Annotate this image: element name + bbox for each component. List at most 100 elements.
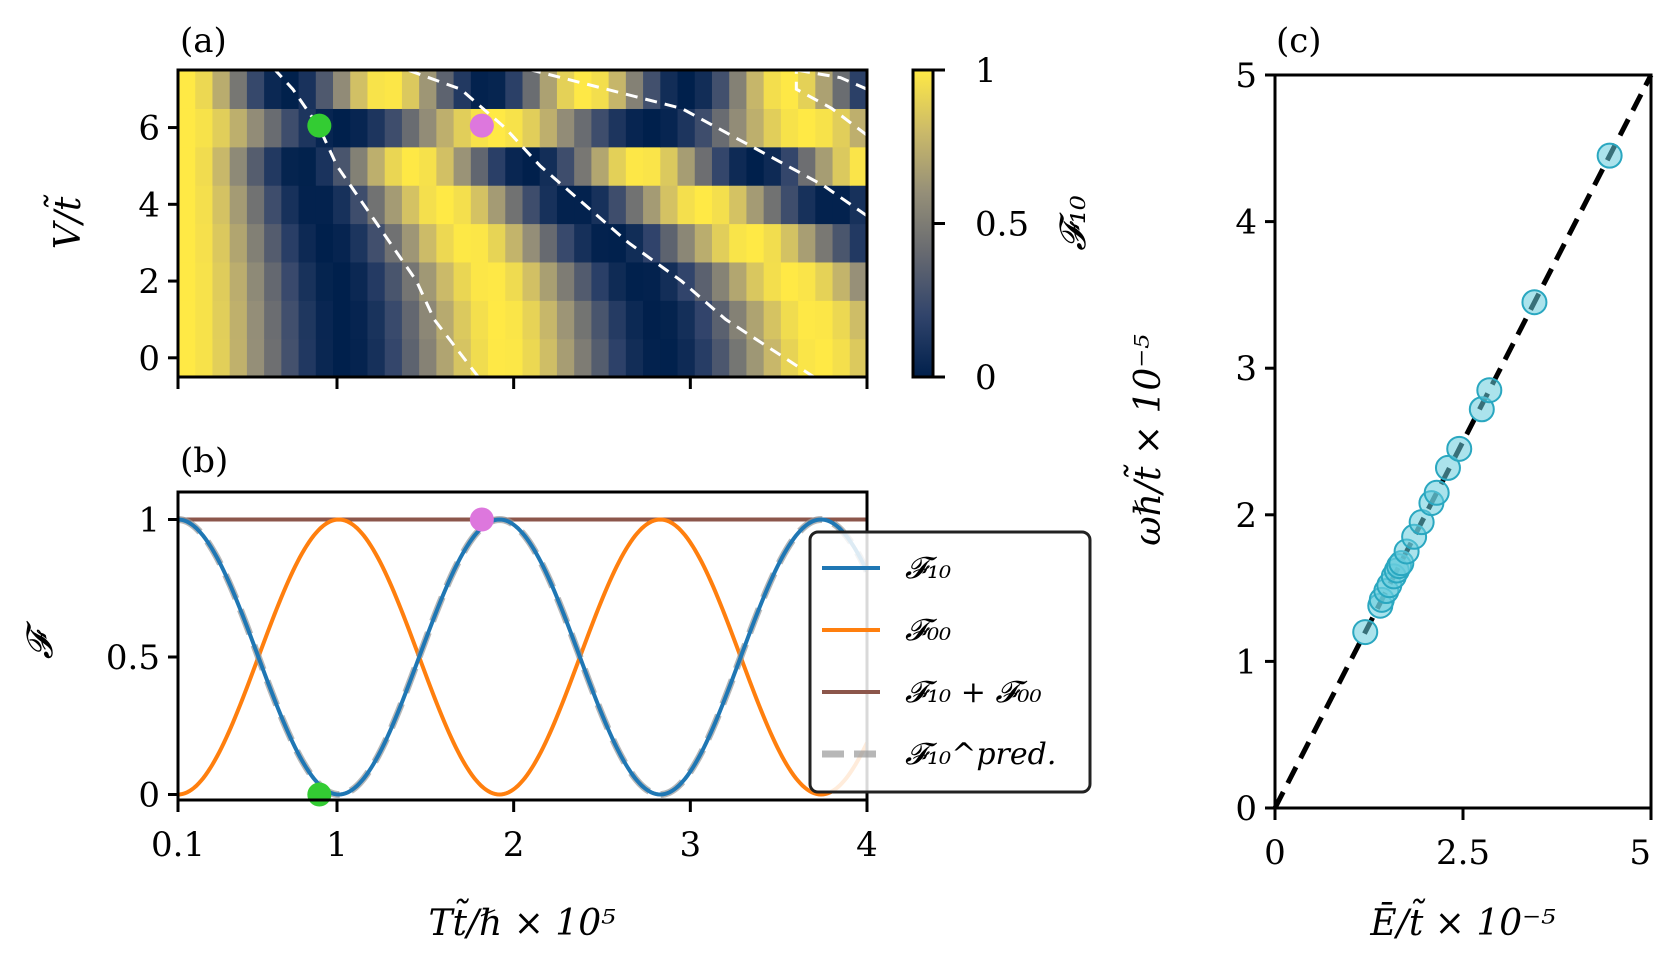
heatmap-cell (246, 146, 265, 186)
heatmap-cell (453, 108, 472, 148)
heatmap-cell (660, 146, 679, 186)
heatmap-cell (660, 338, 679, 378)
heatmap-cell (849, 185, 868, 225)
heatmap-cell (763, 185, 782, 225)
heatmap-cell (625, 261, 644, 301)
legend-label: 𝓕₀₀ (905, 613, 951, 648)
heatmap-cell (505, 300, 524, 340)
heatmap-cell (711, 70, 730, 109)
heatmap-cell (505, 338, 524, 378)
heatmap-cell (264, 300, 282, 340)
heatmap-cell (711, 300, 730, 340)
heatmap-cell (419, 261, 437, 301)
colorbar-tick-label: 1 (975, 51, 997, 91)
heatmap-cell (832, 70, 851, 109)
heatmap-cell (488, 70, 506, 109)
heatmap-cell (453, 223, 472, 263)
heatmap-cell (384, 70, 403, 109)
heatmap-cell (711, 185, 730, 225)
dashed-guide-curve (794, 70, 868, 137)
heatmap-cell (401, 185, 420, 225)
heatmap-cell (333, 300, 351, 340)
heatmap-cell (195, 146, 214, 186)
heatmap-cell (832, 108, 851, 148)
heatmap-cell (625, 223, 644, 263)
heatmap-cell (746, 338, 765, 378)
dashed-guide-curve (274, 68, 480, 378)
dashed-guide-curve (530, 68, 868, 218)
heatmap-cell (264, 185, 282, 225)
dashed-guide-curves (274, 68, 868, 379)
heatmap-cell (763, 146, 782, 186)
heatmap-cell (246, 108, 265, 148)
heatmap-cell (246, 261, 265, 301)
heatmap-cell (556, 108, 575, 148)
heatmap-cell (815, 261, 834, 301)
heatmap-cell (436, 261, 455, 301)
heatmap-cell (574, 300, 592, 340)
heatmap-cell (798, 108, 816, 148)
heatmap-cell (694, 146, 713, 186)
heatmap-cell (694, 300, 713, 340)
scatter-point (1596, 142, 1623, 169)
heatmap-cell (539, 108, 558, 148)
heatmap-cell (281, 70, 300, 109)
heatmap-cell (212, 338, 231, 378)
heatmap-cell (470, 146, 489, 186)
y-tick-label: 2 (1235, 496, 1257, 536)
heatmap-cell (780, 108, 799, 148)
heatmap-cell (436, 223, 455, 263)
scatter-point (1521, 289, 1548, 316)
heatmap-cell (780, 223, 799, 263)
heatmap-cell (556, 223, 575, 263)
heatmap-cell (832, 338, 851, 378)
heatmap-cell (677, 108, 696, 148)
heatmap-cell (367, 261, 386, 301)
heatmap-cell (625, 70, 644, 109)
heatmap-cell (401, 70, 420, 109)
heatmap-cell (798, 223, 816, 263)
pink-point (469, 113, 494, 138)
heatmap-cell (315, 261, 334, 301)
heatmap-cell (195, 338, 214, 378)
heatmap-cell (608, 146, 627, 186)
x-tick-label: 1 (326, 825, 348, 865)
heatmap-cell (212, 223, 231, 263)
heatmap-cell (815, 70, 834, 109)
heatmap-cell (178, 70, 196, 109)
colorbar-label: 𝓕₁₀ (1053, 195, 1094, 250)
heatmap-cell (522, 300, 541, 340)
heatmap-cell (608, 223, 627, 263)
heatmap-cell (419, 185, 437, 225)
heatmap-cell (643, 300, 661, 340)
heatmap-cell (798, 300, 816, 340)
heatmap-cell (591, 185, 610, 225)
heatmap-cell (815, 185, 834, 225)
heatmap-cell (229, 261, 248, 301)
heatmap-cell (643, 338, 661, 378)
heatmap-cell (780, 338, 799, 378)
heatmap-cell (436, 185, 455, 225)
panel-a-y-axis-label: V/t̃ (44, 195, 89, 250)
heatmap-cell (505, 70, 524, 109)
heatmap-cell (401, 338, 420, 378)
heatmap-cell (298, 300, 317, 340)
heatmap-cell (539, 338, 558, 378)
heatmap-cell (195, 185, 214, 225)
heatmap-cell (281, 223, 300, 263)
heatmap-cell (384, 108, 403, 148)
heatmap-cell (539, 223, 558, 263)
heatmap-cell (436, 338, 455, 378)
heatmap-cell (488, 223, 506, 263)
heatmap-cell (660, 261, 679, 301)
heatmap-cell (763, 223, 782, 263)
heatmap-cell (574, 261, 592, 301)
heatmap-cell (436, 70, 455, 109)
heatmap-cell (281, 146, 300, 186)
heatmap-cell (608, 70, 627, 109)
heatmap-cell (488, 300, 506, 340)
heatmap-cell (643, 223, 661, 263)
heatmap-cell (315, 223, 334, 263)
heatmap-cell (694, 338, 713, 378)
